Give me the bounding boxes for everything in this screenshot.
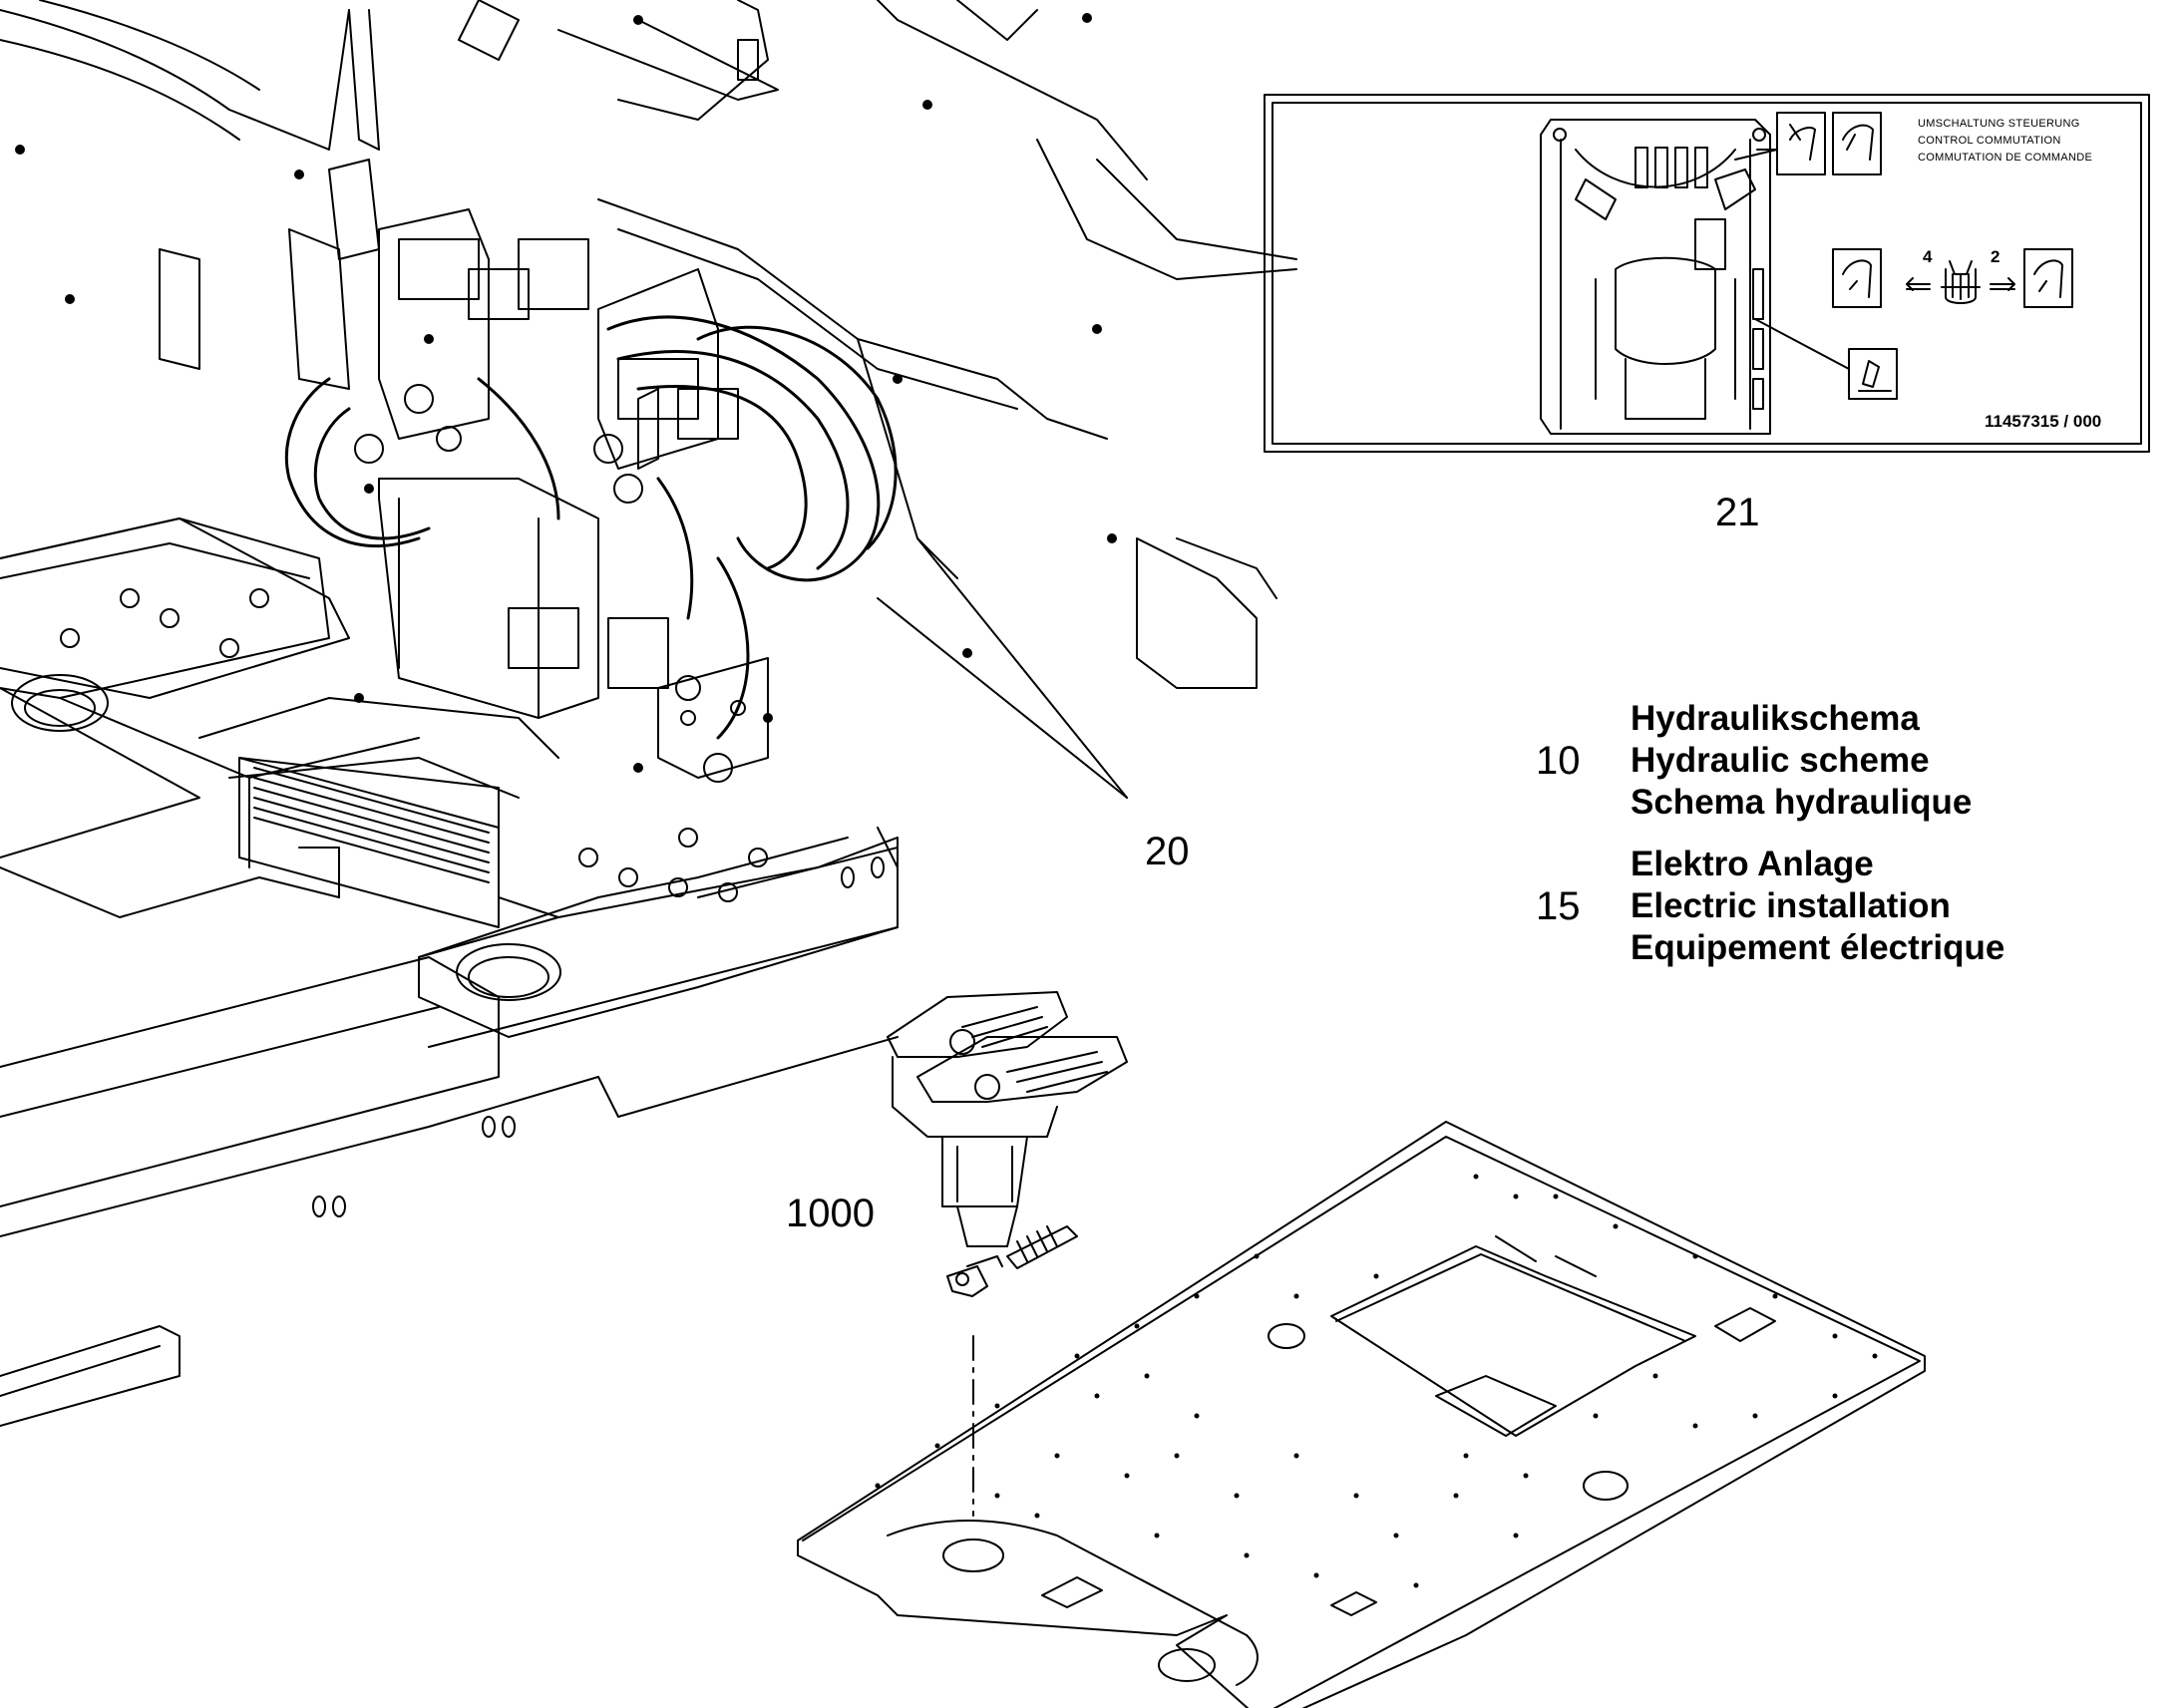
joystick-switch-icon [1941,260,1981,304]
legend-labels: Elektro Anlage Electric installation Equ… [1631,844,2004,969]
legend-entry-15: 15 Elektro Anlage Electric installation … [1536,844,2004,969]
mount-plate-rear [0,517,350,732]
rail-holes [312,856,885,1217]
floor-plate-holes [875,1174,1878,1588]
legend-label-de: Hydraulikschema [1631,699,1920,738]
arrow-right-icon [1990,277,2015,291]
valve-blocks [354,238,739,783]
commutation-icon-top-right [1832,112,1882,175]
mount-plate-front [418,828,899,1038]
cab-top-view [1540,119,1776,435]
valve-bracket-assembly [378,198,1277,799]
commutation-icon-top-left [1776,112,1826,175]
chassis-frame [0,517,899,1427]
hydraulic-hoses [284,315,898,740]
decal-arrow-number-right: 2 [1991,247,2000,266]
pattern-icon-left [1832,248,1882,308]
control-commutation-decal [1264,94,2150,453]
callout-1000: 1000 [786,1192,875,1235]
decal-text-en: CONTROL COMMUTATION [1918,135,2061,147]
decal-part-code: 11457315 / 000 [1985,412,2102,431]
pedal-assembly [887,991,1128,1297]
decal-text-fr: COMMUTATION DE COMMANDE [1918,152,2093,164]
step-plate [238,757,500,928]
bracket-plate-right [657,657,769,779]
legend-number: 10 [1536,738,1581,783]
cab-frame [0,0,1297,390]
arrow-left-icon [1906,277,1931,291]
legend-number: 15 [1536,883,1581,928]
decal-arrow-number-left: 4 [1923,247,1933,266]
floor-plate [797,1121,1926,1708]
frame-bolts [15,13,1117,773]
legend-label-fr: Schema hydraulique [1631,783,1973,822]
leader-line-20 [877,597,1128,799]
legend-label-de: Elektro Anlage [1631,845,1874,883]
legend-label-en: Hydraulic scheme [1631,741,1930,780]
decal-text-de: UMSCHALTUNG STEUERUNG [1918,118,2080,130]
callout-20: 20 [1145,830,1190,873]
pattern-icon-right [2023,248,2073,308]
legend-label-en: Electric installation [1631,886,1951,925]
legend-entry-10: 10 Hydraulikschema Hydraulic scheme Sche… [1536,698,1972,824]
callout-21: 21 [1715,491,1760,534]
ground-icon [1848,348,1898,400]
legend-label-fr: Equipement électrique [1631,928,2005,967]
legend-labels: Hydraulikschema Hydraulic scheme Schema … [1631,698,1972,824]
decal-leader [1734,149,1778,161]
decal-leader [1754,318,1850,370]
